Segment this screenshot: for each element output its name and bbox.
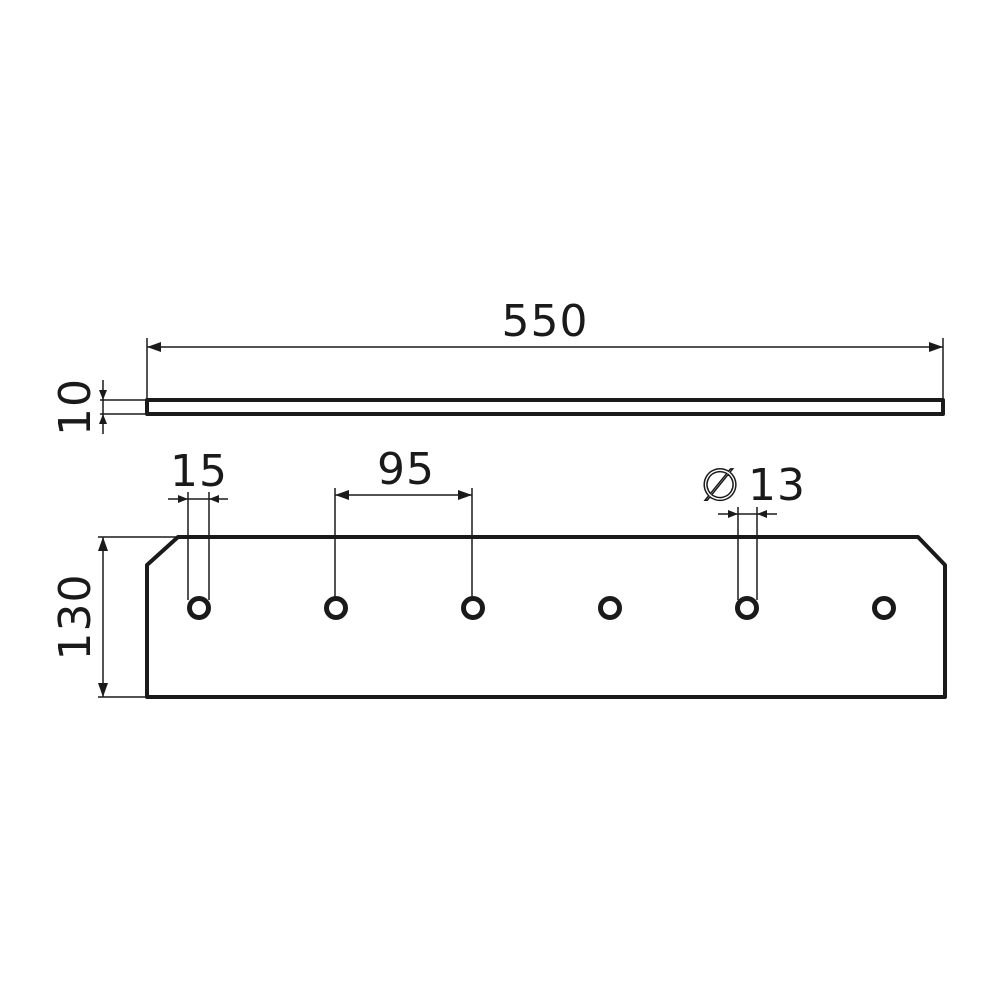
hole-pitch-dimension: 95 <box>334 444 473 600</box>
diameter-symbol-icon: ∅ <box>701 460 739 511</box>
hole-diameter-dimension: ∅ 13 <box>700 459 806 600</box>
length-label: 550 <box>502 296 589 347</box>
mounting-hole <box>872 596 896 620</box>
length-dimension: 550 <box>146 296 944 400</box>
hole-pitch-arrow-right <box>458 490 472 500</box>
length-arrow-right <box>929 342 943 352</box>
height-arrow-bottom <box>98 683 108 697</box>
height-dimension: 130 <box>50 536 178 698</box>
hole-pitch-arrow-left <box>335 490 349 500</box>
thickness-arrow-bottom <box>99 414 107 424</box>
hole-pitch-label: 95 <box>377 444 435 495</box>
side-view <box>145 398 945 416</box>
edge-to-hole-dimension: 15 <box>168 446 228 600</box>
length-arrow-left <box>147 342 161 352</box>
plate-front-outline <box>145 535 947 699</box>
thickness-label: 10 <box>50 378 101 436</box>
hole-diameter-label: 13 <box>748 460 806 511</box>
mounting-hole <box>461 596 485 620</box>
edge-to-hole-arrow-right <box>209 495 219 503</box>
height-arrow-top <box>98 537 108 551</box>
height-label: 130 <box>50 574 101 661</box>
mounting-hole <box>735 596 759 620</box>
plate-side-profile <box>145 398 945 416</box>
mounting-hole <box>324 596 348 620</box>
edge-to-hole-arrow-left <box>178 495 188 503</box>
thickness-dimension: 10 <box>50 378 147 436</box>
edge-to-hole-label: 15 <box>170 446 228 497</box>
front-view <box>145 535 947 699</box>
hole-diameter-arrow-left <box>728 510 738 518</box>
mounting-hole <box>187 596 211 620</box>
hole-diameter-arrow-right <box>757 510 767 518</box>
mounting-hole <box>598 596 622 620</box>
hole-row <box>187 596 896 620</box>
thickness-arrow-top <box>99 390 107 400</box>
